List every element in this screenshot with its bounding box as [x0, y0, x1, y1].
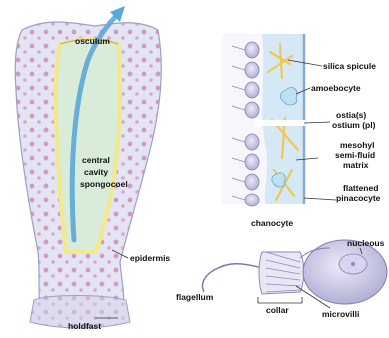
chanocyte-label: chanocyte	[251, 219, 293, 228]
ostia-label-line2: ostium (pl)	[332, 121, 375, 130]
osculum-label: osculum	[75, 37, 110, 46]
silica-spicule-label: silica spicule	[323, 62, 376, 71]
pinacocyte-label-line1: flattened	[343, 184, 378, 193]
pinacocyte-label-line2: pinacocyte	[336, 194, 380, 203]
epidermis-label: epidermis	[130, 254, 170, 263]
central-cavity-label-line3: spongocoel	[80, 180, 128, 189]
collar-label: collar	[266, 306, 289, 315]
flagellum-label: flagellum	[176, 293, 213, 302]
mesohyl-label-line2: semi-fluid	[335, 151, 375, 160]
body-wall-section	[222, 34, 336, 206]
mesohyl-label-line3: matrix	[343, 161, 369, 170]
holdfast-label: holdfast	[68, 322, 101, 331]
amoebocyte-label: amoebocyte	[311, 84, 361, 93]
central-cavity-label-line2: cavity	[84, 168, 108, 177]
nucleous-label: nucleous	[347, 239, 384, 248]
ostia-label-line1: ostia(s)	[336, 111, 366, 120]
microvilli-label: microvilli	[322, 310, 359, 319]
mesohyl-label-line1: mesohyl	[340, 141, 375, 150]
central-cavity-label-line1: central	[82, 156, 110, 165]
chanocyte-detail	[202, 240, 387, 308]
